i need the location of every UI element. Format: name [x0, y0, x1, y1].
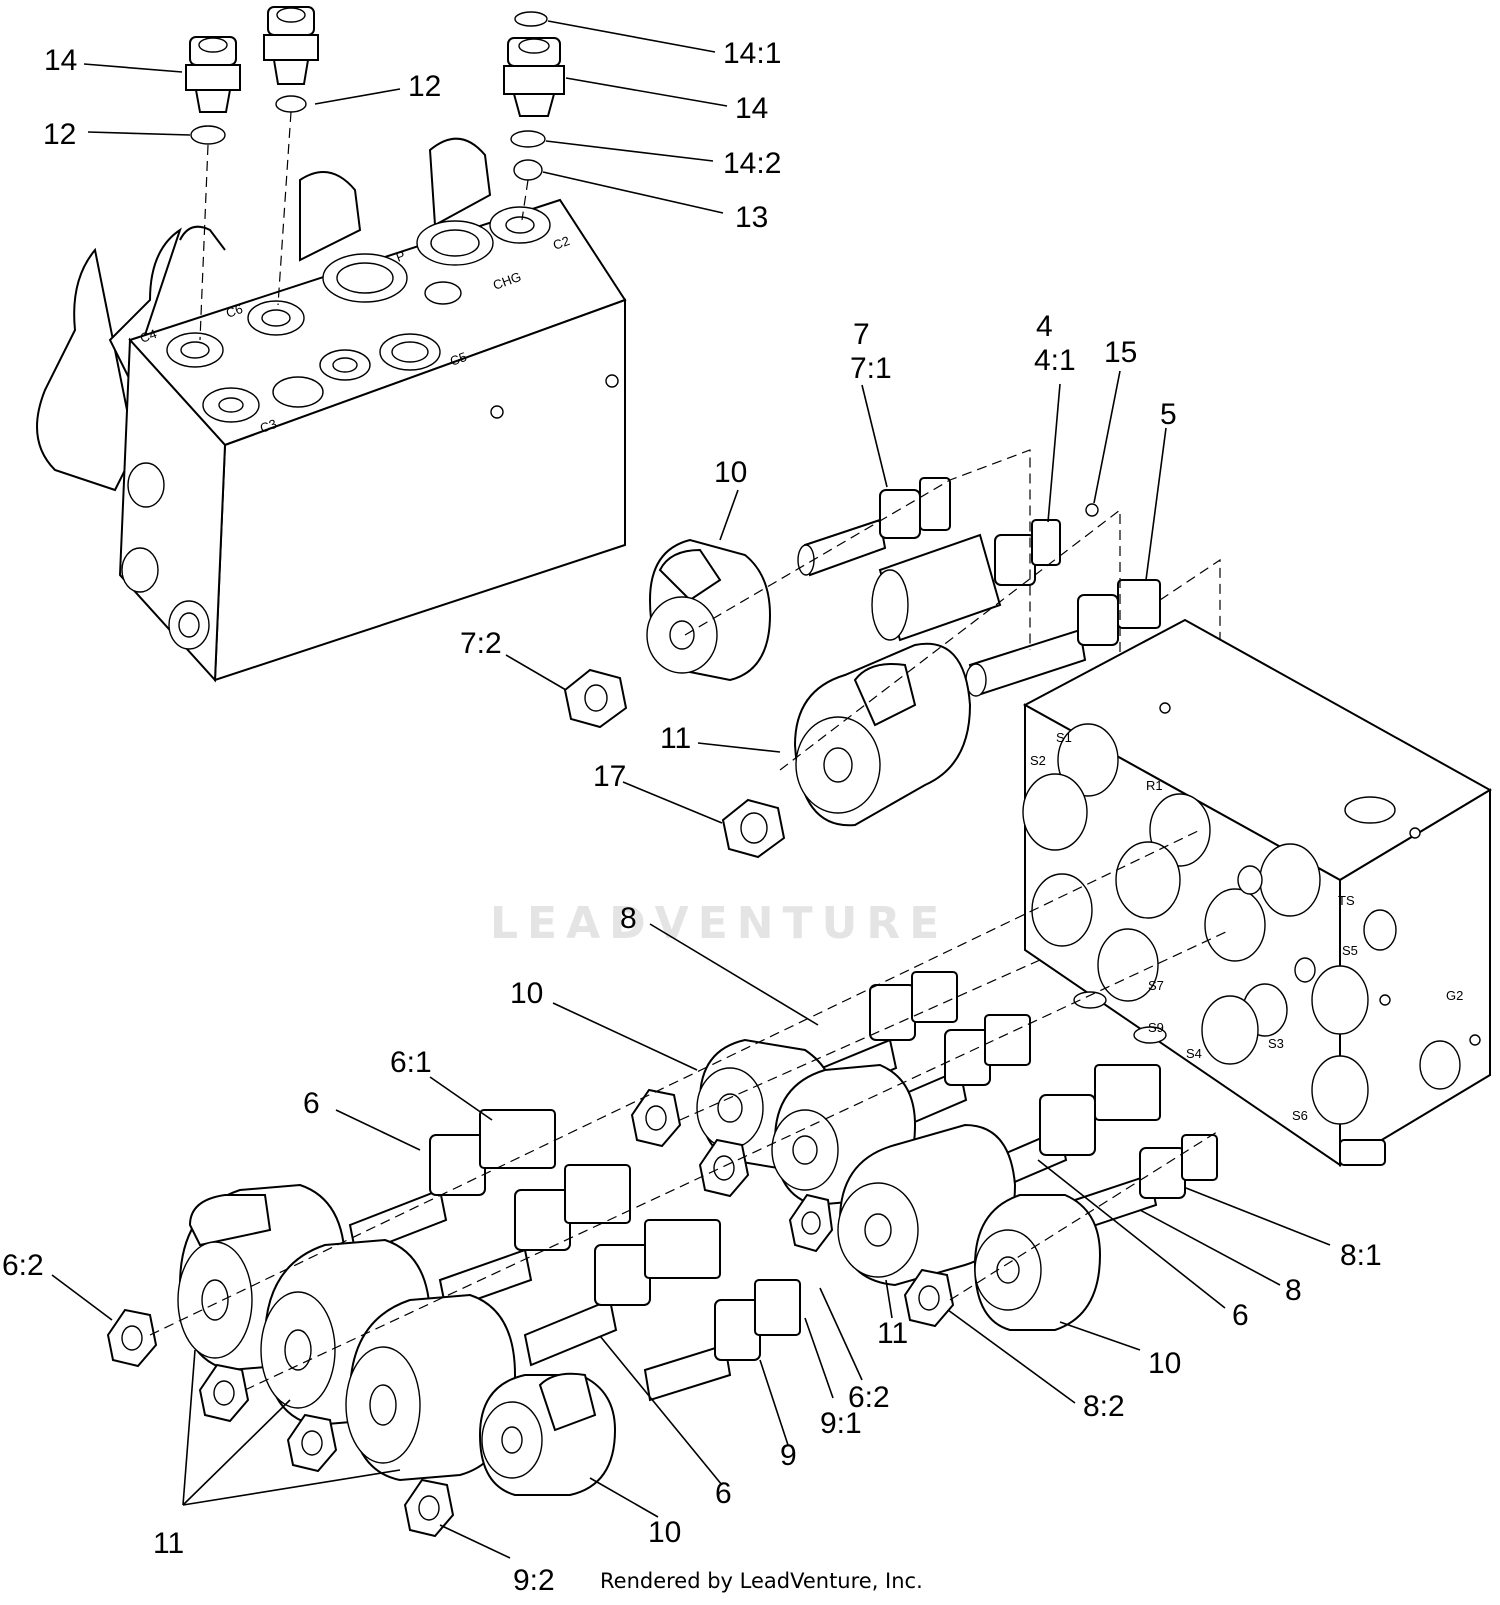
- callout-6-left: 6: [303, 1087, 320, 1120]
- coil-11-upper: [793, 642, 972, 827]
- coil-11-middle: [771, 1063, 917, 1207]
- callout-7-2: 7:2: [460, 627, 502, 660]
- nut-6-2-left: [106, 1308, 158, 1368]
- o-ring-14-1: [514, 11, 548, 27]
- port-label-s6: S6: [1292, 1108, 1308, 1123]
- port-label-c2: C2: [551, 233, 572, 253]
- callout-14-left: 14: [44, 44, 77, 77]
- callout-8-1: 8:1: [1340, 1239, 1382, 1272]
- callout-6-1: 6:1: [390, 1046, 432, 1079]
- callout-11-middle: 11: [877, 1317, 908, 1350]
- leader-lines: [51, 20, 1331, 1559]
- valve-9: [643, 1279, 801, 1402]
- nut-9-2: [403, 1478, 455, 1538]
- callout-8-right: 8: [1285, 1274, 1302, 1307]
- nut-8-2: [903, 1268, 955, 1328]
- coil-11-lower-3: [345, 1293, 517, 1482]
- upper-valve-block: C4 C6 C3 C5 P CHG C2: [36, 137, 627, 683]
- callout-7: 7: [853, 318, 870, 351]
- port-label-s4: S4: [1186, 1046, 1202, 1061]
- callout-10-middle: 10: [510, 977, 543, 1010]
- coil-11-lower-right: [837, 1123, 1017, 1287]
- callout-11-upper: 11: [660, 722, 691, 755]
- callout-13: 13: [735, 201, 768, 234]
- callout-15: 15: [1104, 336, 1137, 369]
- washer-12-top: [275, 95, 307, 113]
- port-label-c6: C6: [224, 301, 245, 321]
- callout-10-lower: 10: [648, 1516, 681, 1549]
- callout-14-2: 14:2: [723, 147, 781, 180]
- callout-4: 4: [1036, 310, 1053, 343]
- coil-10-lower: [478, 1372, 617, 1496]
- port-label-c3: C3: [258, 416, 279, 436]
- callout-7-1: 7:1: [850, 352, 892, 385]
- callout-11-lower: 11: [153, 1527, 184, 1560]
- port-label-s5: S5: [1342, 943, 1358, 958]
- nut-17: [721, 798, 786, 859]
- callout-6-2-left: 6:2: [2, 1249, 44, 1282]
- callout-10-upper: 10: [714, 456, 747, 489]
- port-label-s7: S7: [1148, 978, 1164, 993]
- washer-12-left: [190, 125, 226, 145]
- port-label-c4: C4: [138, 326, 159, 346]
- fitting-12-top: [263, 6, 319, 85]
- nut-mid-1: [630, 1088, 682, 1148]
- right-manifold-block: S1 S2 R1 TS S5 S7 S9 S3 S4 G2 S6: [1022, 618, 1492, 1167]
- callout-10-right: 10: [1148, 1347, 1181, 1380]
- render-credit: Rendered by LeadVenture, Inc.: [600, 1569, 923, 1593]
- plug-13: [513, 159, 543, 181]
- o-ring-14-2: [510, 130, 546, 148]
- port-label-s9: S9: [1148, 1020, 1164, 1035]
- watermark-text: LEADVENTURE: [490, 898, 948, 949]
- callout-9-1: 9:1: [820, 1407, 862, 1440]
- callout-6-lower: 6: [715, 1477, 732, 1510]
- nut-7-2: [563, 668, 628, 729]
- port-label-ts: TS: [1338, 893, 1355, 908]
- coil-10-upper: [646, 538, 772, 682]
- callout-6-right: 6: [1232, 1299, 1249, 1332]
- port-label-s3: S3: [1268, 1036, 1284, 1051]
- port-label-g2: G2: [1446, 988, 1463, 1003]
- valve-4: [871, 519, 1061, 642]
- port-label-c5: C5: [448, 349, 469, 369]
- callout-8-2: 8:2: [1083, 1390, 1125, 1423]
- valve-6-lower: [523, 1219, 721, 1367]
- callout-14-1: 14:1: [723, 37, 781, 70]
- callout-4-1: 4:1: [1034, 344, 1076, 377]
- callout-14-right: 14: [735, 92, 768, 125]
- port-label-s2: S2: [1030, 753, 1046, 768]
- nut-lower-2: [286, 1413, 338, 1473]
- callout-9: 9: [780, 1439, 797, 1472]
- port-label-s1: S1: [1056, 730, 1072, 745]
- fitting-14-left: [185, 36, 241, 113]
- port-label-r1: R1: [1146, 778, 1163, 793]
- callout-6-2-right: 6:2: [848, 1381, 890, 1414]
- nut-6-2-right: [788, 1193, 834, 1253]
- nut-lower-1: [198, 1363, 250, 1423]
- callout-17: 17: [593, 760, 626, 793]
- valve-6-right: [988, 1064, 1161, 1192]
- callout-9-2: 9:2: [513, 1564, 555, 1597]
- callout-5: 5: [1160, 398, 1177, 431]
- callouts: 14 12 12 14:1 14 14:2 13 7 7:1 4 4:1 15 …: [2, 37, 1382, 1597]
- callout-8-top: 8: [620, 902, 637, 935]
- nut-mid-2: [698, 1138, 750, 1198]
- callout-12-left: 12: [43, 118, 76, 151]
- valve-5: [965, 579, 1161, 697]
- valve-7: [797, 477, 951, 577]
- washer-15: [1085, 503, 1099, 517]
- coil-10-lower-right: [973, 1194, 1102, 1331]
- callout-12-top: 12: [408, 70, 441, 103]
- fitting-14-right: [503, 37, 565, 117]
